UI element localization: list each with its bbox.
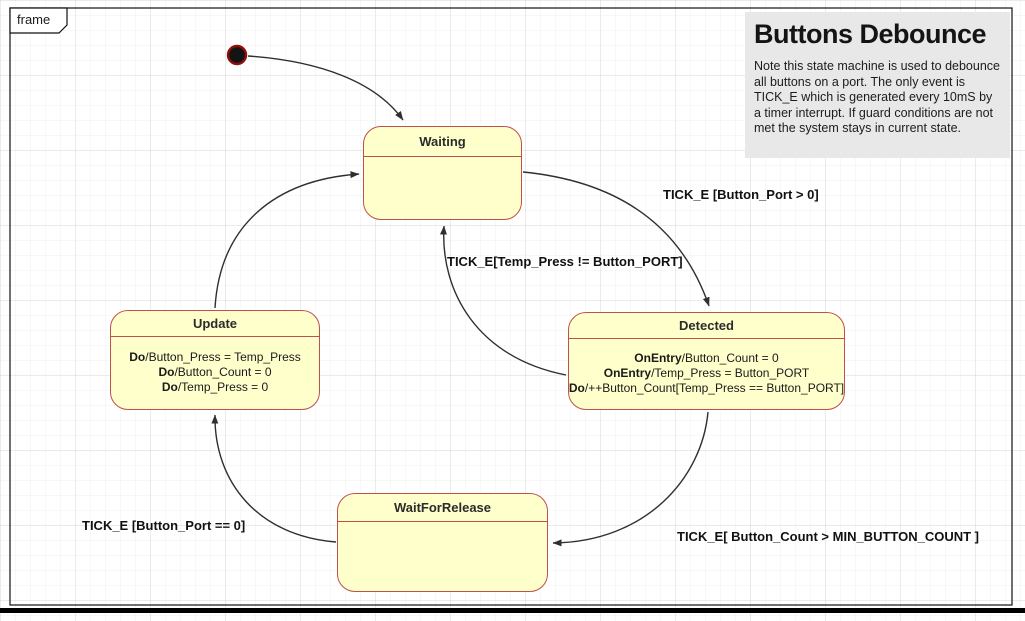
state-action-line: Do/++Button_Count[Temp_Press == Button_P… (568, 381, 845, 395)
edge-update-to-waiting[interactable] (214, 171, 360, 309)
state-update-title: Update (111, 311, 319, 337)
frame-tab-label: frame (17, 12, 51, 27)
frame-border (9, 7, 1013, 606)
edge-detected-to-waiting[interactable] (439, 225, 567, 376)
state-update-body: Do/Button_Press = Temp_Press Do/Button_C… (111, 337, 319, 408)
transition-label-waiting-to-detected[interactable]: TICK_E [Button_Port > 0] (663, 187, 819, 202)
state-action-line: Do/Temp_Press = 0 (161, 380, 269, 394)
transition-label-detected-to-waitforrelease[interactable]: TICK_E[ Button_Count > MIN_BUTTON_COUNT … (677, 529, 979, 544)
state-detected-title: Detected (569, 313, 844, 339)
bottom-edge-bar (0, 608, 1025, 613)
state-action-line: Do/Button_Count = 0 (158, 365, 272, 379)
state-detected[interactable]: Detected OnEntry/Button_Count = 0 OnEntr… (568, 312, 845, 410)
state-waiting[interactable]: Waiting (363, 126, 522, 220)
edge-detected-to-waitforrelease[interactable] (552, 411, 709, 547)
diagram-title: Buttons Debounce (754, 19, 987, 49)
transition-label-detected-to-waiting[interactable]: TICK_E[Temp_Press != Button_PORT] (447, 254, 683, 269)
state-waitforrelease[interactable]: WaitForRelease (337, 493, 548, 592)
diagram-note-text: Note this state machine is used to debou… (754, 59, 1000, 135)
edge-waitforrelease-to-update[interactable] (211, 414, 337, 543)
edge-initial-to-waiting[interactable] (247, 55, 404, 121)
initial-state-dot[interactable] (226, 44, 248, 66)
frame-tab (9, 7, 68, 34)
edge-waiting-to-detected[interactable] (522, 171, 710, 307)
transition-label-waitforrelease-to-update[interactable]: TICK_E [Button_Port == 0] (82, 518, 246, 533)
state-action-line: OnEntry/Temp_Press = Button_PORT (603, 366, 810, 380)
state-update[interactable]: Update Do/Button_Press = Temp_Press Do/B… (110, 310, 320, 410)
state-action-line: Do/Button_Press = Temp_Press (129, 350, 301, 364)
state-detected-body: OnEntry/Button_Count = 0 OnEntry/Temp_Pr… (569, 339, 844, 408)
state-waiting-title: Waiting (364, 127, 521, 157)
note-block[interactable]: Buttons Debounce Note this state machine… (745, 12, 1010, 158)
state-waitforrelease-title: WaitForRelease (338, 494, 547, 522)
state-action-line: OnEntry/Button_Count = 0 (634, 351, 779, 365)
